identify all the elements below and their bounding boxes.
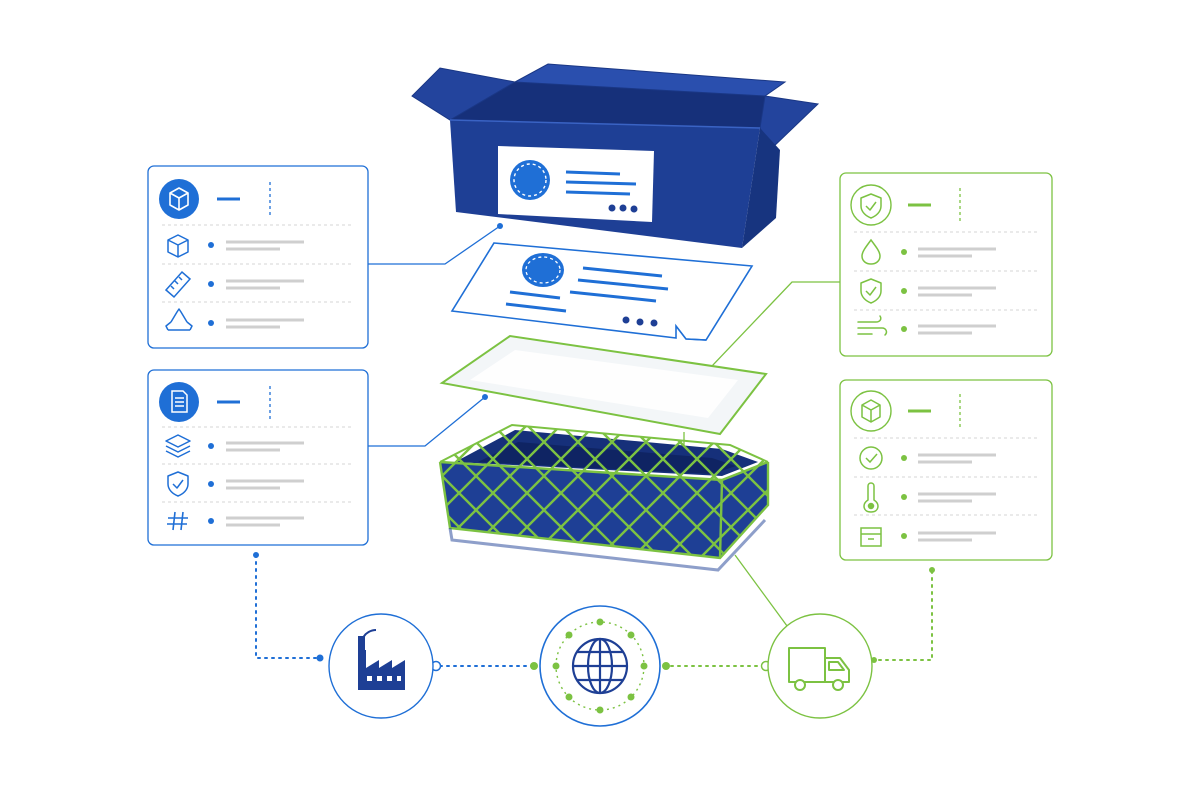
hash-icon [167,511,188,531]
recycle-icon [165,308,193,331]
document-icon [159,382,199,422]
shield-check-icon [860,278,882,304]
cube-icon [167,234,189,258]
info-card-3 [839,172,1053,357]
archive-box-icon [860,527,882,547]
globe-icon [571,637,629,695]
truck-node [767,613,873,719]
check-circle-icon [859,446,883,470]
info-card-4 [839,379,1053,561]
dotted-card2-to-factory [255,554,323,659]
factory-icon [358,629,405,690]
droplet-icon [861,238,881,265]
box-label [498,146,654,222]
connector-tray-to-truck [734,554,791,631]
layers-icon [165,434,191,458]
connector-box-to-card1 [368,225,501,265]
shipping-box [411,63,820,248]
info-card-2 [147,369,369,546]
label-sheet [450,242,754,341]
mesh-tray [438,423,770,572]
shield-check-icon [167,471,189,497]
ruler-icon [164,270,192,299]
dotted-truck-to-card4 [871,571,933,661]
globe-node [539,605,661,727]
shield-check-icon [850,184,892,226]
info-card-1 [147,165,369,349]
cushion-liner [439,334,768,436]
wind-icon [857,315,888,336]
factory-node [328,613,434,719]
cube-icon [850,390,892,432]
connector-liner-to-card2 [368,396,486,447]
package-icon [159,179,199,219]
truck-icon [788,647,850,691]
thermometer-icon [863,482,879,513]
